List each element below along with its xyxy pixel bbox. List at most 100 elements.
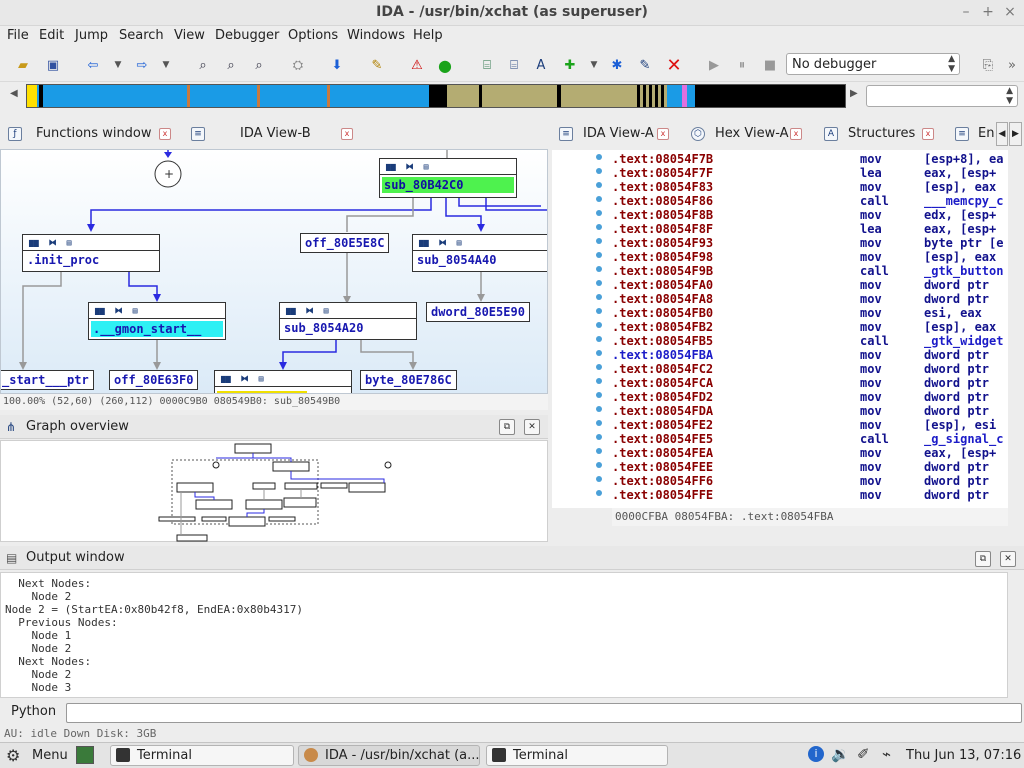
tab-scroll-left-icon[interactable]: ◀ [996,122,1008,146]
listing-operand[interactable]: _g_signal_c [924,432,1004,446]
listing-address[interactable]: .text:08054FF6 [612,474,714,488]
float-panel-icon[interactable]: ⧉ [499,419,515,435]
play-icon[interactable]: ▶ [709,57,719,73]
listing-address[interactable]: .text:08054F7B [612,152,714,166]
forward-arrow-icon[interactable]: ⇨ [136,57,148,73]
listing-address[interactable]: .text:08054FB0 [612,306,714,320]
listing-operand[interactable]: _gtk_widget [924,334,1004,348]
listing-address[interactable]: .text:08054F86 [612,194,714,208]
stop-icon[interactable]: ■ [763,57,777,73]
listing-address[interactable]: .text:08054FD2 [612,390,714,404]
menu-search[interactable]: Search [119,28,164,43]
find-all-icon[interactable]: ⛭ [292,57,304,73]
listing-address[interactable]: .text:08054FFE [612,488,714,502]
menu-file[interactable]: File [7,28,29,43]
listing-address[interactable]: .text:08054F83 [612,180,714,194]
search-binary-icon[interactable]: ⌕ [199,57,207,73]
green-circle-icon[interactable]: ● [438,55,452,75]
debug-options-icon[interactable]: ⎘ [982,57,994,73]
network-icon[interactable]: ✐ [857,745,870,763]
search-text-icon[interactable]: ⌕ [227,57,235,73]
clock[interactable]: Thu Jun 13, 07:16 [906,748,1022,763]
graph-node[interactable]: ▆▆⧓▤ sub_8054A20 [279,302,417,340]
task-ida[interactable]: IDA - /usr/bin/xchat (a... [298,745,480,766]
edit-icon[interactable]: ✎ [639,57,651,73]
graph-node[interactable]: _start___ptr [1,370,94,390]
listing-address[interactable]: .text:08054FC2 [612,362,714,376]
listing-operand[interactable]: ___memcpy_c [924,194,1004,208]
graph-node[interactable]: off_80E63F0 [109,370,199,390]
debugger-select[interactable]: No debugger ▲▼ [786,53,960,75]
listing-address[interactable]: .text:08054F9B [612,264,714,278]
show-desktop-icon[interactable] [76,746,94,764]
listing-address[interactable]: .text:08054FCA [612,376,714,390]
listing-address[interactable]: .text:08054F7F [612,166,714,180]
graph-node[interactable]: byte_80E786C [360,370,457,390]
function-dropdown-icon[interactable]: ▼ [590,60,598,70]
nav-left-arrow-icon[interactable]: ◀ [10,88,18,99]
add-function-icon[interactable]: ✚ [564,57,576,73]
menu-jump[interactable]: Jump [75,28,108,43]
close-tab-icon[interactable]: x [341,128,353,140]
graph-node[interactable]: ▆▆⧓▤ sub_8054A40 [412,234,547,272]
graph-node[interactable]: ▆▆⧓▤ .__gmon_start__ [88,302,226,340]
graph-node[interactable]: dword_80E5E90 [426,302,530,322]
close-tab-icon[interactable]: x [657,128,669,140]
output-window-text[interactable]: Next Nodes: Node 2 Node 2 = (StartEA:0x8… [0,572,1008,698]
graph-overview[interactable] [0,440,548,542]
open-folder-icon[interactable]: ▰ [18,57,28,73]
search-immediate-icon[interactable]: ⌕ [255,57,263,73]
forward-dropdown-icon[interactable]: ▼ [162,60,170,70]
listing-address[interactable]: .text:08054FDA [612,404,714,418]
tab-ida-view-b[interactable]: IDA View-B [240,126,311,141]
tab-structures[interactable]: Structures [848,126,916,141]
listing-operand[interactable]: _gtk_button [924,264,1004,278]
warning-icon[interactable]: ⚠ [411,57,423,73]
listing-address[interactable]: .text:08054FBA [612,348,714,362]
minimize-button[interactable]: – [962,4,970,20]
tab-scroll-right-icon[interactable]: ▶ [1009,122,1022,146]
listing-address[interactable]: .text:08054FA8 [612,292,714,306]
struct-icon[interactable]: ✱ [611,57,623,73]
navigation-band[interactable] [26,84,846,108]
jump-down-icon[interactable]: ⬇ [331,57,343,73]
close-tab-icon[interactable]: x [790,128,802,140]
start-menu-button[interactable]: Menu [32,748,68,763]
menu-view[interactable]: View [174,28,205,43]
listing-address[interactable]: .text:08054FEA [612,446,714,460]
listing-address[interactable]: .text:08054F8F [612,222,714,236]
close-panel-icon[interactable]: ✕ [524,419,540,435]
maximize-button[interactable]: + [982,4,994,20]
tab-hex-view-a[interactable]: Hex View-A [715,126,789,141]
graph-view[interactable]: + ▆▆⧓▤ sub_80B42C0 ▆▆⧓▤ .init_proc off_8… [0,149,548,394]
nav-band-select[interactable]: ▲▼ [866,85,1018,107]
close-tab-icon[interactable]: x [922,128,934,140]
back-arrow-icon[interactable]: ⇦ [87,57,99,73]
graph-node[interactable]: ▆▆⧓▤ .init_proc [22,234,160,272]
close-panel-icon[interactable]: ✕ [1000,551,1016,567]
pause-icon[interactable]: ⏸ [738,57,746,73]
menu-windows[interactable]: Windows [347,28,406,43]
float-panel-icon[interactable]: ⧉ [975,551,991,567]
toolbar-more-icon[interactable]: » [1008,57,1016,73]
task-terminal-1[interactable]: Terminal [110,745,294,766]
